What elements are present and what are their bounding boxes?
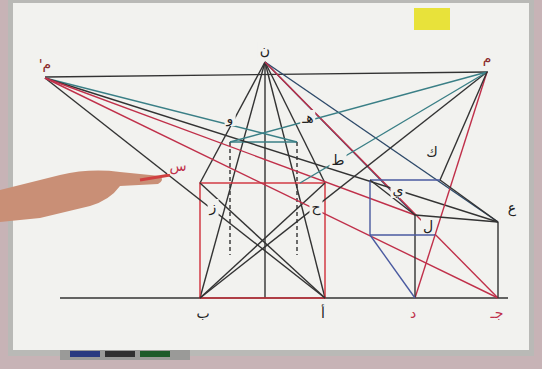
point-label: ز bbox=[208, 199, 219, 215]
point-label: ب bbox=[194, 305, 211, 321]
point-label: و bbox=[225, 110, 236, 126]
point-label: ن bbox=[258, 42, 272, 58]
eraser bbox=[414, 8, 450, 30]
marker bbox=[140, 351, 170, 357]
point-label: ح bbox=[309, 199, 322, 215]
pointing-hand bbox=[0, 171, 170, 222]
point-label: د bbox=[408, 305, 418, 321]
point-label: س bbox=[167, 158, 188, 174]
point-label: ل bbox=[421, 218, 435, 234]
point-label: جـ bbox=[489, 305, 506, 321]
marker bbox=[105, 351, 135, 357]
point-label: ع bbox=[506, 200, 518, 216]
point-label: هـ bbox=[300, 110, 315, 126]
marker-tray bbox=[60, 350, 190, 360]
point-label: أ bbox=[319, 305, 327, 321]
point-label: م' bbox=[37, 56, 54, 72]
point-label: ي bbox=[391, 182, 406, 198]
point-label: م bbox=[481, 50, 494, 66]
point-label: ط bbox=[330, 152, 347, 168]
marker bbox=[70, 351, 100, 357]
point-label: ك bbox=[424, 144, 440, 160]
